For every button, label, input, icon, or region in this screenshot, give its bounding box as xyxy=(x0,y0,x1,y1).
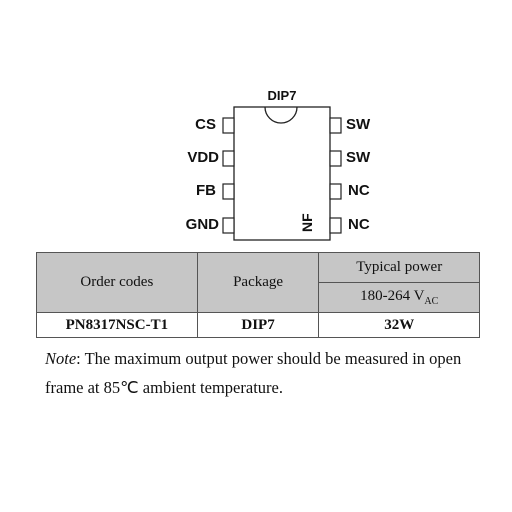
pin-6 xyxy=(329,183,342,200)
note-label: Note xyxy=(45,349,77,368)
table-row: PN8317NSC-T1 DIP7 32W xyxy=(36,312,480,338)
pin-1 xyxy=(222,117,235,134)
pin-label-gnd: GND xyxy=(185,216,219,233)
pin-label-nc-2: NC xyxy=(348,216,370,233)
package-name-label: DIP7 xyxy=(267,88,297,103)
cell-package: DIP7 xyxy=(196,312,320,338)
pin-label-sw-2: SW xyxy=(346,149,371,166)
note-text: : The maximum output power should be mea… xyxy=(45,349,462,397)
pin-label-fb: FB xyxy=(196,182,216,199)
cell-order-code: PN8317NSC-T1 xyxy=(36,312,198,338)
header-package: Package xyxy=(196,252,320,313)
note-paragraph: Note: The maximum output power should be… xyxy=(45,344,485,402)
voltage-subscript: AC xyxy=(424,296,439,307)
pin-label-nc-1: NC xyxy=(348,182,370,199)
pin-8 xyxy=(329,117,342,134)
order-codes-table: Order codes Package Typical power 180-26… xyxy=(36,252,480,338)
pin-label-vdd: VDD xyxy=(187,149,219,166)
pin-3 xyxy=(222,183,235,200)
voltage-range-text: 180-264 V xyxy=(360,288,425,304)
chip-body xyxy=(233,106,331,241)
header-order-codes: Order codes xyxy=(36,252,198,313)
header-voltage-range: 180-264 VAC xyxy=(318,282,480,313)
header-typical-power: Typical power xyxy=(318,252,480,283)
pin-5 xyxy=(329,217,342,234)
chip-marking: NF xyxy=(299,213,315,232)
chip-notch xyxy=(264,106,298,124)
cell-power: 32W xyxy=(318,312,480,338)
pin-label-sw-1: SW xyxy=(346,116,371,133)
pin-7 xyxy=(329,150,342,167)
pin-label-cs: CS xyxy=(195,116,216,133)
pin-2 xyxy=(222,150,235,167)
pin-4 xyxy=(222,217,235,234)
